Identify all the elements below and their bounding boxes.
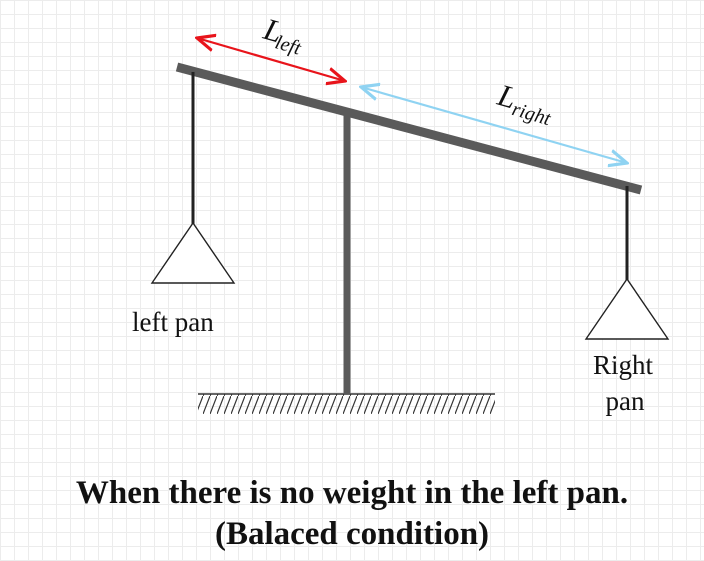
ground-hatch (198, 394, 495, 414)
right-pan-label-line2: pan (606, 386, 645, 416)
right-length-arrow (361, 87, 627, 163)
right-pan (584, 277, 670, 340)
left-pan-label: left pan (132, 307, 214, 337)
caption-line-2: (Balaced condition) (214, 516, 490, 552)
balance-beam (175, 62, 643, 195)
left-pan (150, 221, 236, 284)
length-right-label: Lright (492, 77, 558, 130)
left-length-arrow (197, 38, 345, 81)
caption-line-1: When there is no weight in the left pan. (75, 475, 629, 511)
right-pan-label-line1: Right (593, 350, 654, 380)
length-left-label: Lleft (258, 11, 308, 60)
